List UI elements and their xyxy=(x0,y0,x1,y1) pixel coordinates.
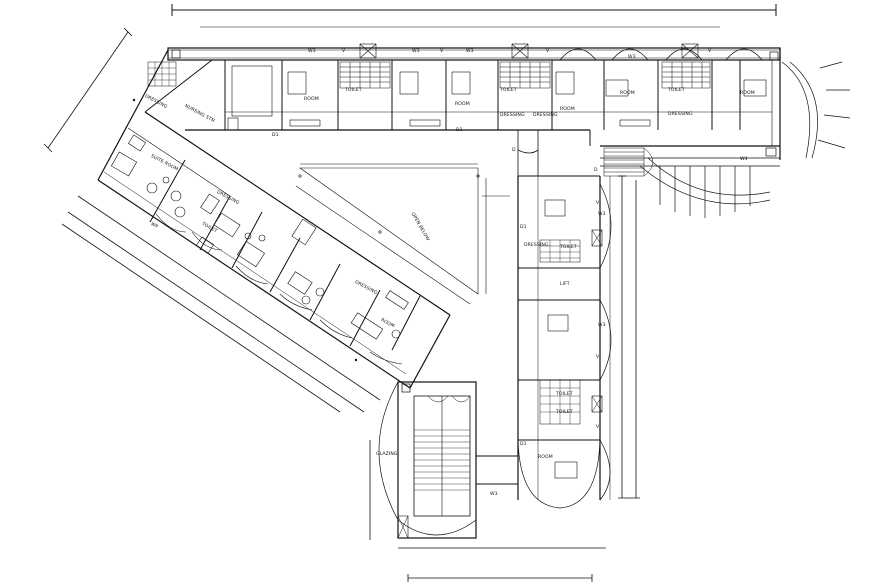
label-room-north-1: ROOM xyxy=(304,97,319,102)
label-w4: W4 xyxy=(740,157,748,162)
label-d-stair: D xyxy=(594,168,598,173)
label-dressing-north-2: DRESSING xyxy=(533,113,558,118)
label-toilet-east-2: TOILET xyxy=(556,392,573,397)
label-room-east: ROOM xyxy=(538,455,553,460)
diagonal-dimension-lines xyxy=(43,27,381,413)
label-lift: LIFT xyxy=(560,282,570,287)
label-room-north-5: ROOM xyxy=(740,91,755,96)
east-dimension-lines xyxy=(618,175,640,499)
northeast-staircase xyxy=(603,147,654,177)
top-dimension-line xyxy=(171,4,777,28)
label-v-4: V xyxy=(708,49,712,54)
east-wing-bay-windows xyxy=(517,183,612,509)
label-room-north-3: ROOM xyxy=(560,107,575,112)
south-stair-core xyxy=(378,381,518,539)
label-v-3: V xyxy=(546,49,550,54)
label-dressing-east-1: DRESSING xyxy=(524,243,549,248)
label-dressing-north-3: DRESSING xyxy=(668,112,693,117)
label-toilet-north-2: TOILET xyxy=(500,88,517,93)
label-w3-2: W3 xyxy=(412,49,420,54)
bottom-dimension-lines xyxy=(369,440,606,582)
label-d1-north: D1 xyxy=(456,128,463,133)
label-v-1: V xyxy=(342,49,346,54)
label-w3-4: W3 xyxy=(628,55,636,60)
label-w3-5: W3 xyxy=(598,212,606,217)
north-toilet-blocks xyxy=(339,61,711,89)
north-wing-furniture xyxy=(227,43,767,131)
label-v-5: V xyxy=(596,201,600,206)
north-wing-walls xyxy=(167,47,781,160)
label-d-junction: D xyxy=(512,148,516,153)
label-glazing: GLAZING xyxy=(376,452,398,457)
label-d1-north-2: D1 xyxy=(272,133,279,138)
label-d1-east: D1 xyxy=(520,225,527,230)
diagonal-wing-furniture xyxy=(110,61,409,365)
label-w3-3: W3 xyxy=(466,49,474,54)
label-v-2: V xyxy=(440,49,444,54)
diagonal-wing-walls xyxy=(97,49,451,389)
north-wing-bay-windows xyxy=(559,48,763,61)
label-toilet-east-3: TOILET xyxy=(556,410,573,415)
section-markers xyxy=(132,49,779,393)
junction-corridor xyxy=(517,130,539,176)
label-d1-east-2: D1 xyxy=(520,442,527,447)
label-room-north-4: ROOM xyxy=(620,91,635,96)
label-v-6: V xyxy=(596,355,600,360)
east-wing-walls xyxy=(517,175,611,500)
northeast-curved-balcony xyxy=(600,61,851,218)
label-toilet-north-3: TOILET xyxy=(668,88,685,93)
label-w3-6: W3 xyxy=(598,323,606,328)
label-w3-1: W3 xyxy=(308,49,316,54)
label-v-7: V xyxy=(596,425,600,430)
label-toilet-north-1: TOILET xyxy=(345,88,362,93)
label-room-north-2: ROOM xyxy=(455,102,470,107)
label-dressing-north-1: DRESSING xyxy=(500,113,525,118)
open-below-courtyard xyxy=(295,163,510,305)
label-w3-7: W3 xyxy=(490,492,498,497)
label-toilet-east-1: TOILET xyxy=(560,245,577,250)
